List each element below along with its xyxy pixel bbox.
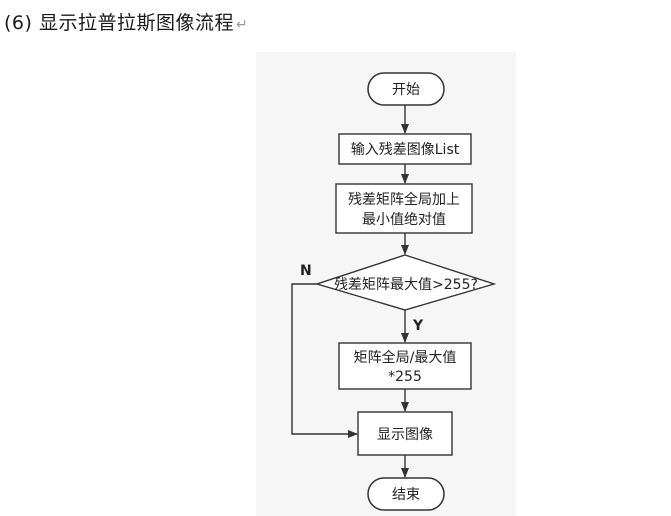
section-heading: (6) 显示拉普拉斯图像流程↵ (4, 8, 248, 35)
end-terminator (367, 477, 445, 511)
process-show-label: 显示图像 (377, 427, 433, 443)
connector-decision-no (291, 283, 358, 438)
process-input-box (338, 133, 472, 165)
process-scale-label-line2: *255 (388, 369, 422, 385)
branch-yes-label: Y (412, 318, 424, 334)
end-label: 结束 (392, 487, 420, 503)
decision-diamond (314, 254, 497, 311)
section-heading-text: (6) 显示拉普拉斯图像流程 (4, 12, 234, 34)
flowchart-figure: 开始 输入残差图像List 残差矩阵全局加上 最小值绝对值 残差矩阵最大值>25… (256, 52, 516, 516)
process-scale-box (338, 342, 472, 390)
process-show-box (357, 411, 453, 456)
paragraph-mark: ↵ (235, 17, 249, 33)
branch-no-label: N (300, 263, 312, 279)
process-scale-label-line1: 矩阵全局/最大值 (354, 349, 457, 366)
process-add-label-line2: 最小值绝对值 (362, 212, 446, 228)
start-label: 开始 (392, 82, 420, 98)
process-add-box (335, 183, 473, 234)
process-add-label-line1: 残差矩阵全局加上 (348, 191, 460, 208)
flowchart-canvas: 开始 输入残差图像List 残差矩阵全局加上 最小值绝对值 残差矩阵最大值>25… (291, 72, 497, 511)
start-terminator (367, 72, 445, 106)
process-input-label: 输入残差图像List (351, 142, 460, 158)
decision-label: 残差矩阵最大值>255? (334, 277, 478, 293)
